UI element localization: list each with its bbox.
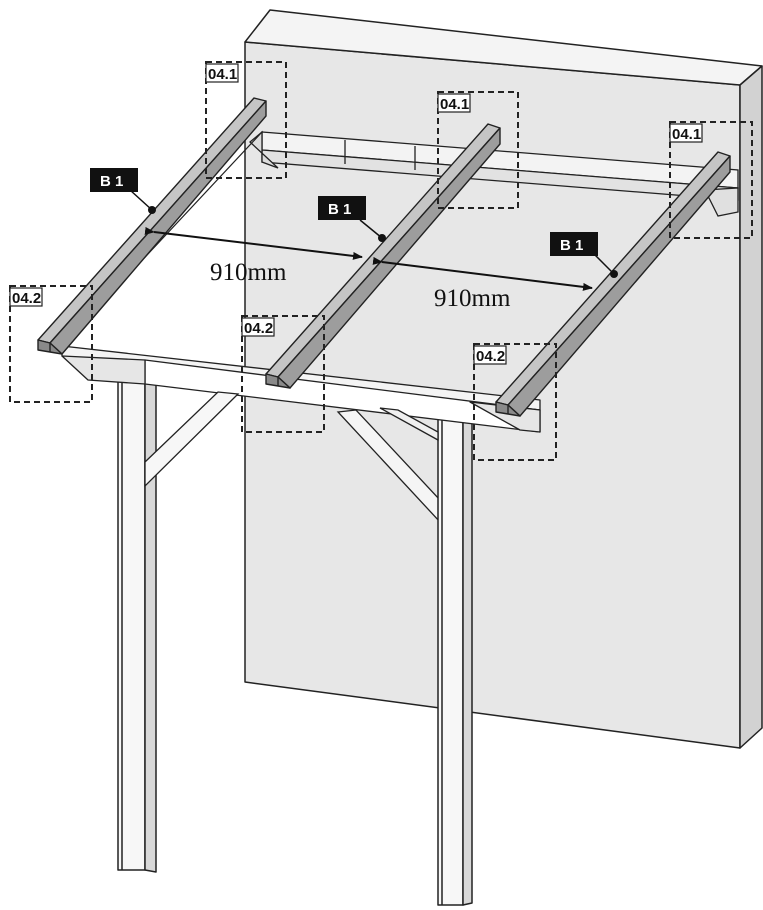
callout-b1-right: B 1	[550, 232, 618, 278]
detail-box-04-2-right	[473, 343, 557, 461]
callout-b1-middle-text: B 1	[328, 201, 351, 218]
dimension-lines: 910mm 910mm	[144, 226, 593, 312]
dimension-label-right: 910mm	[434, 285, 511, 312]
callout-b1-left-text: B 1	[100, 173, 123, 190]
detail-box-04-2-middle	[241, 315, 325, 433]
callout-b1-middle: B 1	[318, 196, 386, 242]
rafter-left	[37, 97, 267, 355]
detail-boxes-bottom	[9, 285, 557, 461]
detail-labels-top: 04.1 04.1 04.1	[205, 63, 703, 143]
detail-label-04-2-middle: 04.2	[244, 320, 273, 337]
detail-labels-bottom: 04.2 04.2 04.2	[9, 287, 507, 365]
dimension-label-left: 910mm	[210, 259, 287, 286]
beam-callouts: B 1 B 1 B 1	[90, 168, 618, 278]
detail-label-04-1-left: 04.1	[208, 66, 237, 83]
dimension-line-left	[144, 226, 363, 260]
callout-b1-left: B 1	[90, 168, 156, 214]
dimension-line-right	[372, 256, 593, 291]
post-left	[117, 355, 157, 873]
detail-label-04-1-right: 04.1	[672, 126, 701, 143]
detail-box-04-1-middle	[437, 91, 519, 209]
detail-label-04-1-middle: 04.1	[440, 96, 469, 113]
posts	[117, 355, 473, 906]
detail-label-04-2-left: 04.2	[12, 290, 41, 307]
detail-box-04-2-left	[9, 285, 93, 403]
detail-label-04-2-right: 04.2	[476, 348, 505, 365]
rafter-right	[495, 151, 731, 417]
callout-b1-right-text: B 1	[560, 237, 583, 254]
detail-boxes-top	[205, 61, 753, 239]
diagonal-braces-front	[144, 391, 439, 488]
detail-box-04-1-right	[669, 121, 753, 239]
post-right	[437, 395, 473, 906]
wall-side	[739, 65, 763, 749]
wall-ledger	[249, 130, 739, 217]
detail-box-04-1-left	[205, 61, 287, 179]
